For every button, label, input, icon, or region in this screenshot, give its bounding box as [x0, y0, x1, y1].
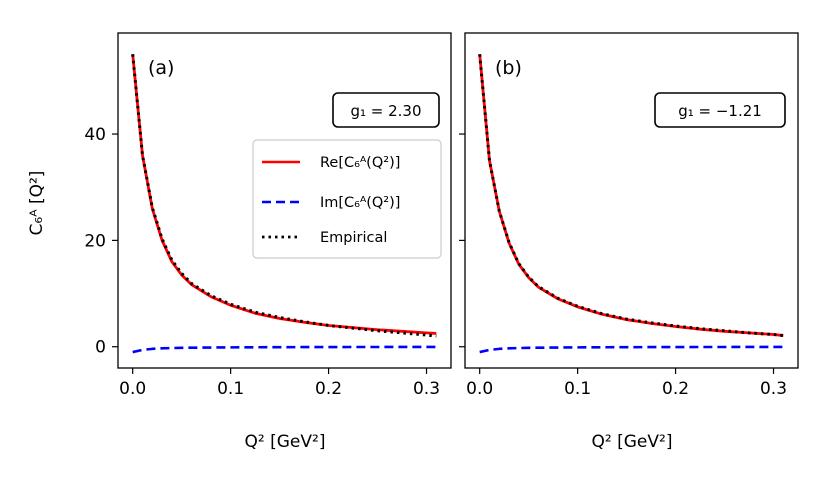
annotation-text: g₁ = −1.21	[678, 102, 762, 120]
x-tick-label: 0.2	[662, 379, 689, 399]
x-tick-label: 0.2	[315, 379, 342, 399]
x-tick-label: 0.3	[760, 379, 787, 399]
panel-a: 0.0 0.1 0.2 0.3 0 20 40 (a) g₁ = 2.30	[84, 32, 452, 399]
x-tick-label: 0.3	[413, 379, 440, 399]
y-axis-label: C₆ᴬ [Q²]	[27, 171, 47, 236]
annotation-box	[332, 92, 440, 128]
legend-label-empirical: Empirical	[320, 230, 387, 246]
axes-frame	[464, 32, 799, 369]
annotation-text: g₁ = 2.30	[350, 102, 421, 120]
x-axis-label-a: Q² [GeV²]	[245, 432, 326, 452]
x-tick-label: 0.0	[119, 379, 146, 399]
x-tick-label: 0.1	[217, 379, 244, 399]
series-group	[131, 54, 437, 354]
legend-label-im: Im[C₆ᴬ(Q²)]	[320, 195, 400, 211]
axes-frame	[117, 32, 452, 369]
series-line-dotted	[478, 54, 784, 338]
x-tick-label: 0.0	[466, 379, 493, 399]
x-tick-label: 0.1	[564, 379, 591, 399]
series-line-dashed	[132, 345, 437, 354]
y-tick-label: 40	[84, 125, 106, 145]
x-axis-label-b: Q² [GeV²]	[592, 432, 673, 452]
panel-label: (a)	[148, 57, 174, 79]
panel-label: (b)	[495, 57, 522, 79]
legend: Re[C₆ᴬ(Q²)] Im[C₆ᴬ(Q²)] Empirical	[252, 139, 442, 259]
panel-b: 0.0 0.1 0.2 0.3 (b) g₁ = −1.21	[459, 32, 799, 399]
legend-label-re: Re[C₆ᴬ(Q²)]	[320, 155, 400, 171]
y-tick-label: 20	[84, 231, 106, 251]
y-tick-label: 0	[95, 338, 106, 358]
annotation-box	[654, 92, 786, 128]
series-line-dashed	[479, 345, 784, 354]
series-group	[478, 54, 784, 354]
legend-frame	[252, 139, 442, 259]
